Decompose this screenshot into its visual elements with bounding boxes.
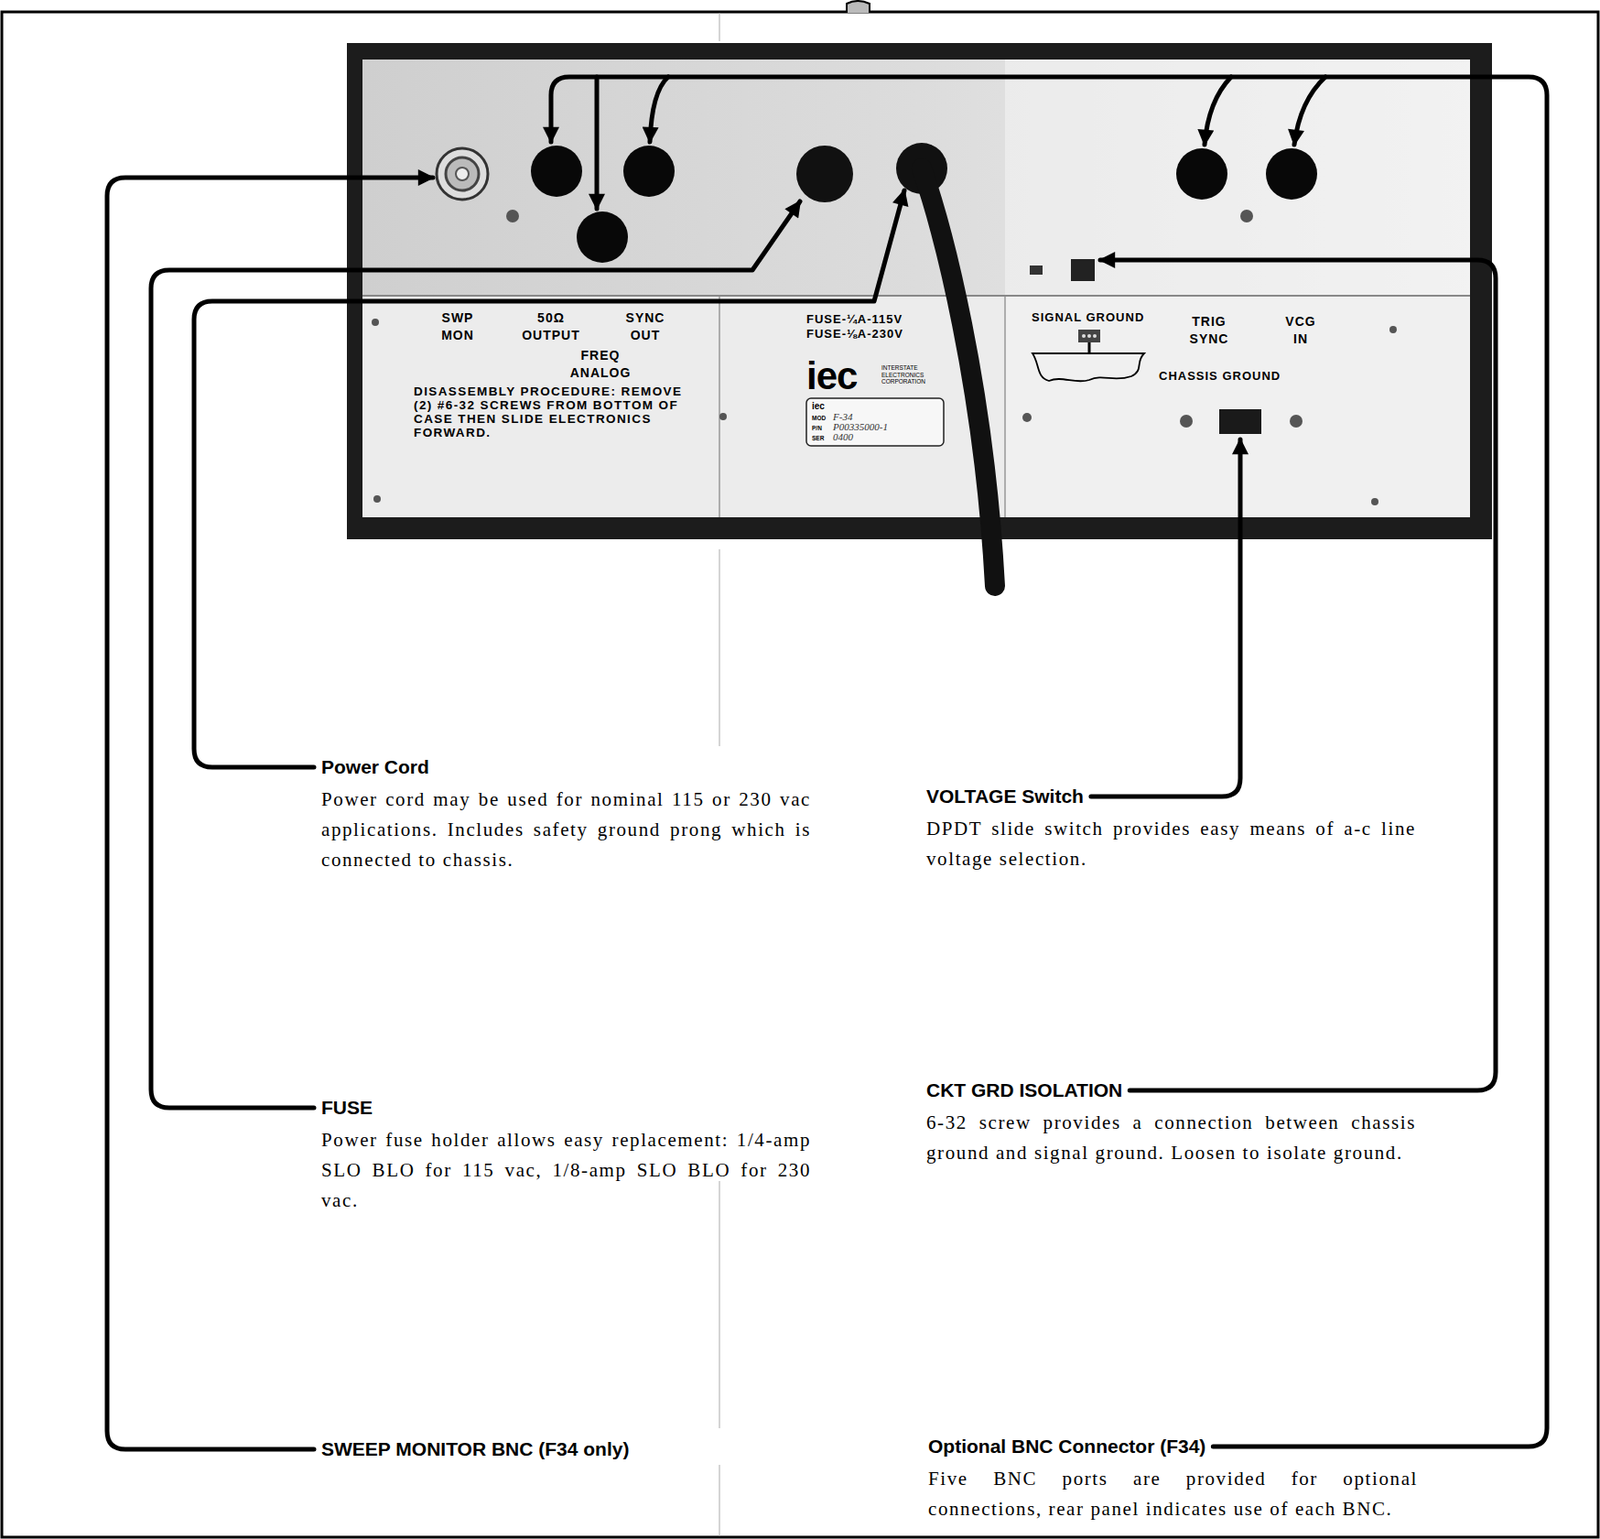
page-border [1, 11, 1599, 1537]
leader-line [1204, 76, 1232, 145]
leader-line [1294, 76, 1326, 145]
leader-line [194, 190, 905, 768]
voltage-switch [1219, 409, 1262, 434]
callout-text: DPDT slide switch provides easy means of… [926, 813, 1417, 875]
nameplate [806, 398, 944, 446]
bnc-connectors [436, 142, 1318, 263]
leader-line [1100, 259, 1496, 1091]
port-label: VCG IN [1285, 313, 1316, 348]
fuse-rating: FUSE-⅛A-230V [806, 326, 904, 342]
maker-logo: iec [806, 356, 857, 396]
callout-heading: SWEEP MONITOR BNC (F34 only) [321, 1437, 629, 1460]
nameplate-key: SER [811, 434, 824, 443]
screws [371, 209, 1397, 506]
leader-line [1091, 439, 1241, 797]
callout-heading: Optional BNC Connector (F34) [928, 1435, 1206, 1458]
nameplate-key: MOD [811, 414, 826, 422]
callout-text: 6-32 screw provides a connection between… [926, 1107, 1417, 1168]
leader-line [107, 177, 433, 1449]
port-label: FREQ ANALOG [570, 346, 632, 382]
nameplate-logo: iec [811, 400, 825, 411]
ground-label: SIGNAL GROUND [1031, 310, 1145, 325]
nameplate-value: P00335000-1 [832, 421, 888, 433]
nameplate-value: F-34 [832, 411, 853, 422]
callout-text: Power cord may be used for nominal 115 o… [321, 784, 811, 876]
callout-heading: FUSE [321, 1096, 373, 1119]
right-plate [1005, 59, 1471, 518]
fuse-rating: FUSE-¼A-115V [806, 312, 903, 327]
callout-text: Five BNC ports are provided for optional… [928, 1463, 1418, 1525]
power-cord-cable [921, 168, 995, 586]
leader-line [594, 76, 600, 209]
callout-heading: CKT GRD ISOLATION [926, 1079, 1123, 1102]
callout-heading: Power Cord [321, 756, 430, 779]
maker-name: INTERSTATE ELECTRONICS CORPORATION [881, 364, 926, 386]
ground-label: CHASSIS GROUND [1158, 368, 1281, 384]
nameplate-key: P/N [811, 424, 822, 433]
handle [846, 0, 870, 13]
port-label: SWP MON [441, 309, 475, 345]
ground-terminal-sketch [1032, 329, 1145, 381]
port-label: TRIG SYNC [1189, 313, 1230, 348]
panel-frame [346, 43, 1492, 540]
port-label: 50Ω OUTPUT [521, 309, 581, 345]
disassembly-note: DISASSEMBLY PROCEDURE: REMOVE (2) #6-32 … [413, 384, 700, 440]
leader-line [551, 76, 1547, 1447]
ground-screw [1070, 259, 1095, 282]
leader-line [151, 201, 800, 1108]
port-label: SYNC OUT [626, 309, 666, 345]
nameplate-value: 0400 [832, 432, 854, 443]
callout-heading: VOLTAGE Switch [926, 785, 1084, 808]
callout-text: Power fuse holder allows easy replacemen… [321, 1124, 811, 1216]
leader-line [649, 76, 669, 142]
